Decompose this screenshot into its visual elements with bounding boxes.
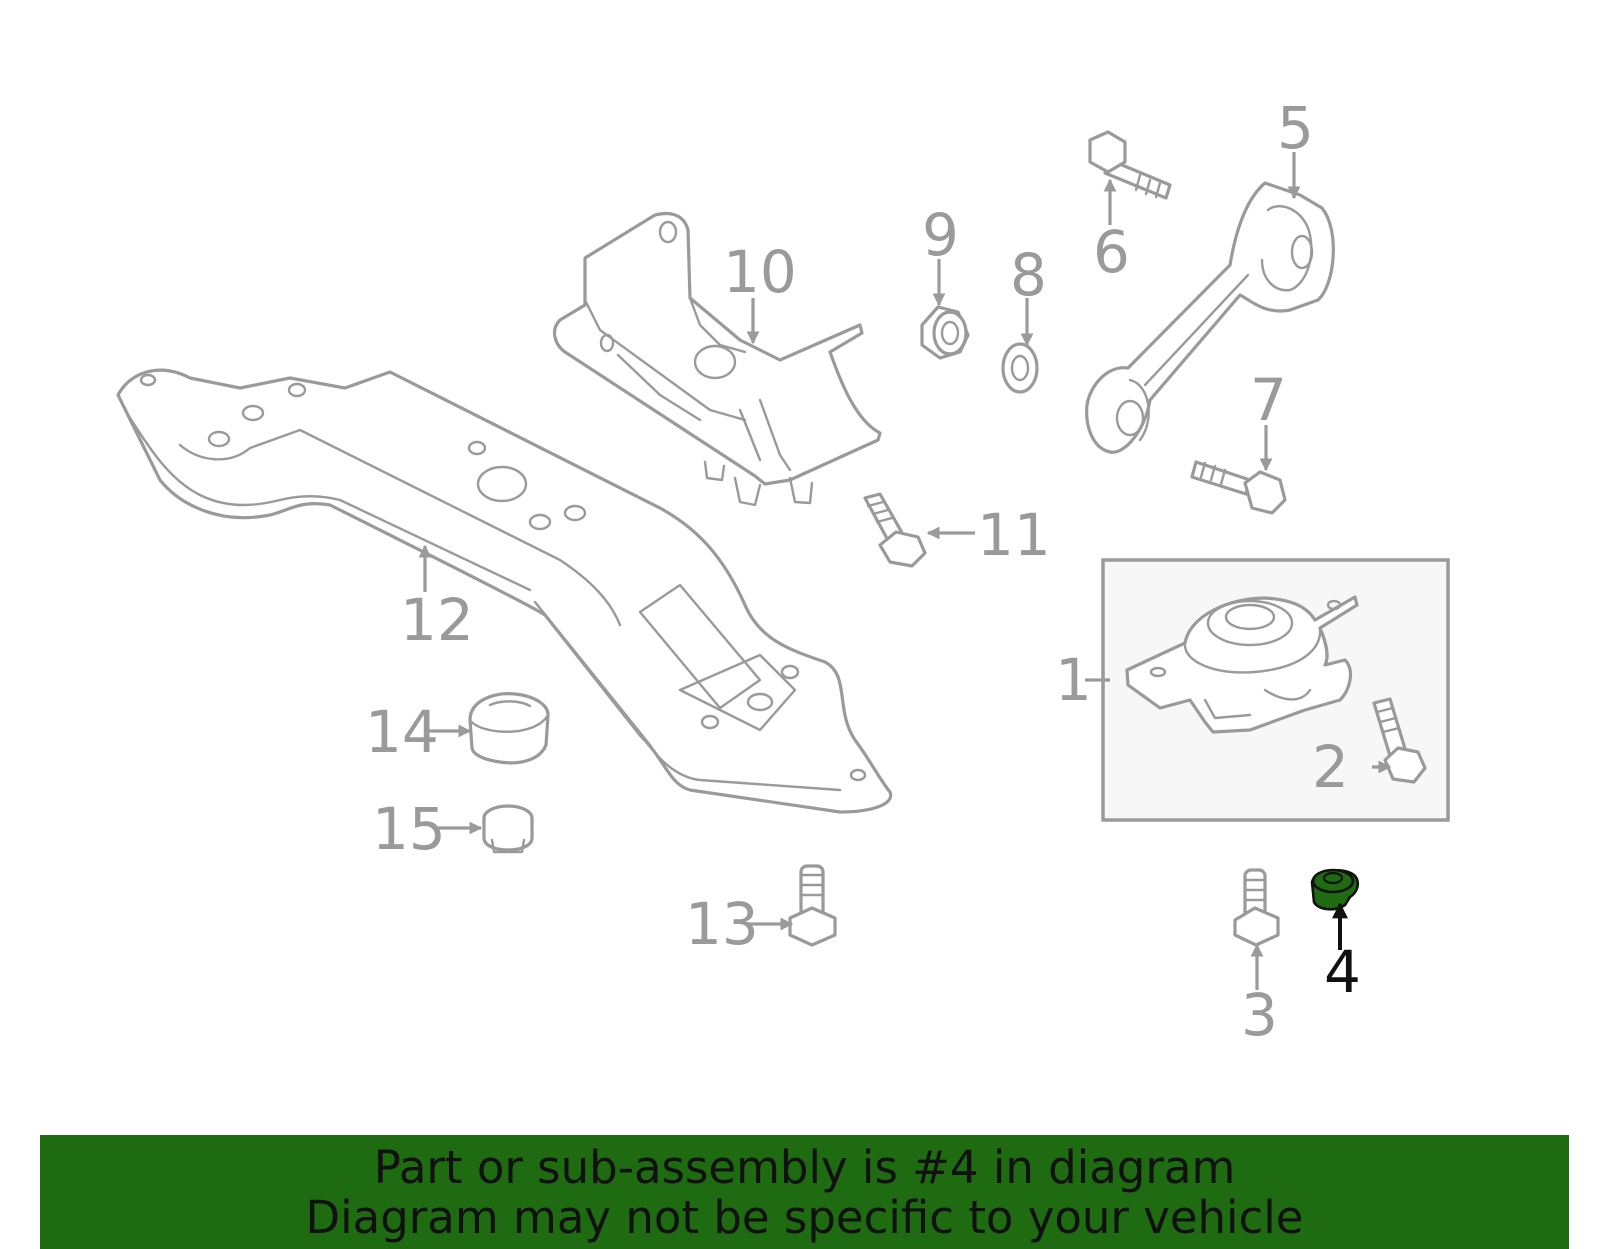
callout-1: 1 <box>1055 646 1092 714</box>
callout-5: 5 <box>1277 94 1314 162</box>
washer-part-8[interactable] <box>1001 342 1039 394</box>
callout-15: 15 <box>372 795 446 863</box>
mount-part-1[interactable] <box>1125 595 1359 734</box>
bolt-part-11[interactable] <box>863 492 927 568</box>
bolt-part-6[interactable] <box>1088 130 1172 200</box>
callout-4: 4 <box>1324 938 1361 1006</box>
callout-8: 8 <box>1010 241 1047 309</box>
callout-14: 14 <box>365 698 439 766</box>
callout-11: 11 <box>977 501 1051 569</box>
torque-rod-part-5[interactable] <box>1085 181 1335 454</box>
bolt-part-13[interactable] <box>788 864 837 947</box>
nut-part-4[interactable] <box>1310 868 1360 911</box>
callout-10: 10 <box>723 238 797 306</box>
callout-12: 12 <box>400 586 474 654</box>
bolt-part-7[interactable] <box>1190 460 1287 515</box>
callout-3: 3 <box>1241 981 1278 1049</box>
nut-part-9[interactable] <box>920 305 970 360</box>
bracket-part-10[interactable] <box>552 211 882 507</box>
callout-labels: 12 10 9 8 6 5 7 11 1 2 14 15 13 3 4 <box>365 94 1361 1049</box>
crossmember-part-12[interactable] <box>116 368 893 814</box>
callout-9: 9 <box>922 201 959 269</box>
callout-2: 2 <box>1312 733 1349 801</box>
callout-6: 6 <box>1093 218 1130 286</box>
banner-line-1: Part or sub-assembly is #4 in diagram <box>373 1141 1236 1194</box>
bolt-part-3[interactable] <box>1233 868 1280 947</box>
callout-7: 7 <box>1250 366 1287 434</box>
leader-arrows <box>418 152 1392 990</box>
banner-line-2: Diagram may not be specific to your vehi… <box>305 1191 1304 1244</box>
bolt-part-2[interactable] <box>1372 697 1427 784</box>
bushing-part-14[interactable] <box>468 692 550 765</box>
callout-13: 13 <box>685 890 759 958</box>
info-banner: Part or sub-assembly is #4 in diagram Di… <box>40 1135 1569 1249</box>
nut-part-15[interactable] <box>482 804 534 854</box>
